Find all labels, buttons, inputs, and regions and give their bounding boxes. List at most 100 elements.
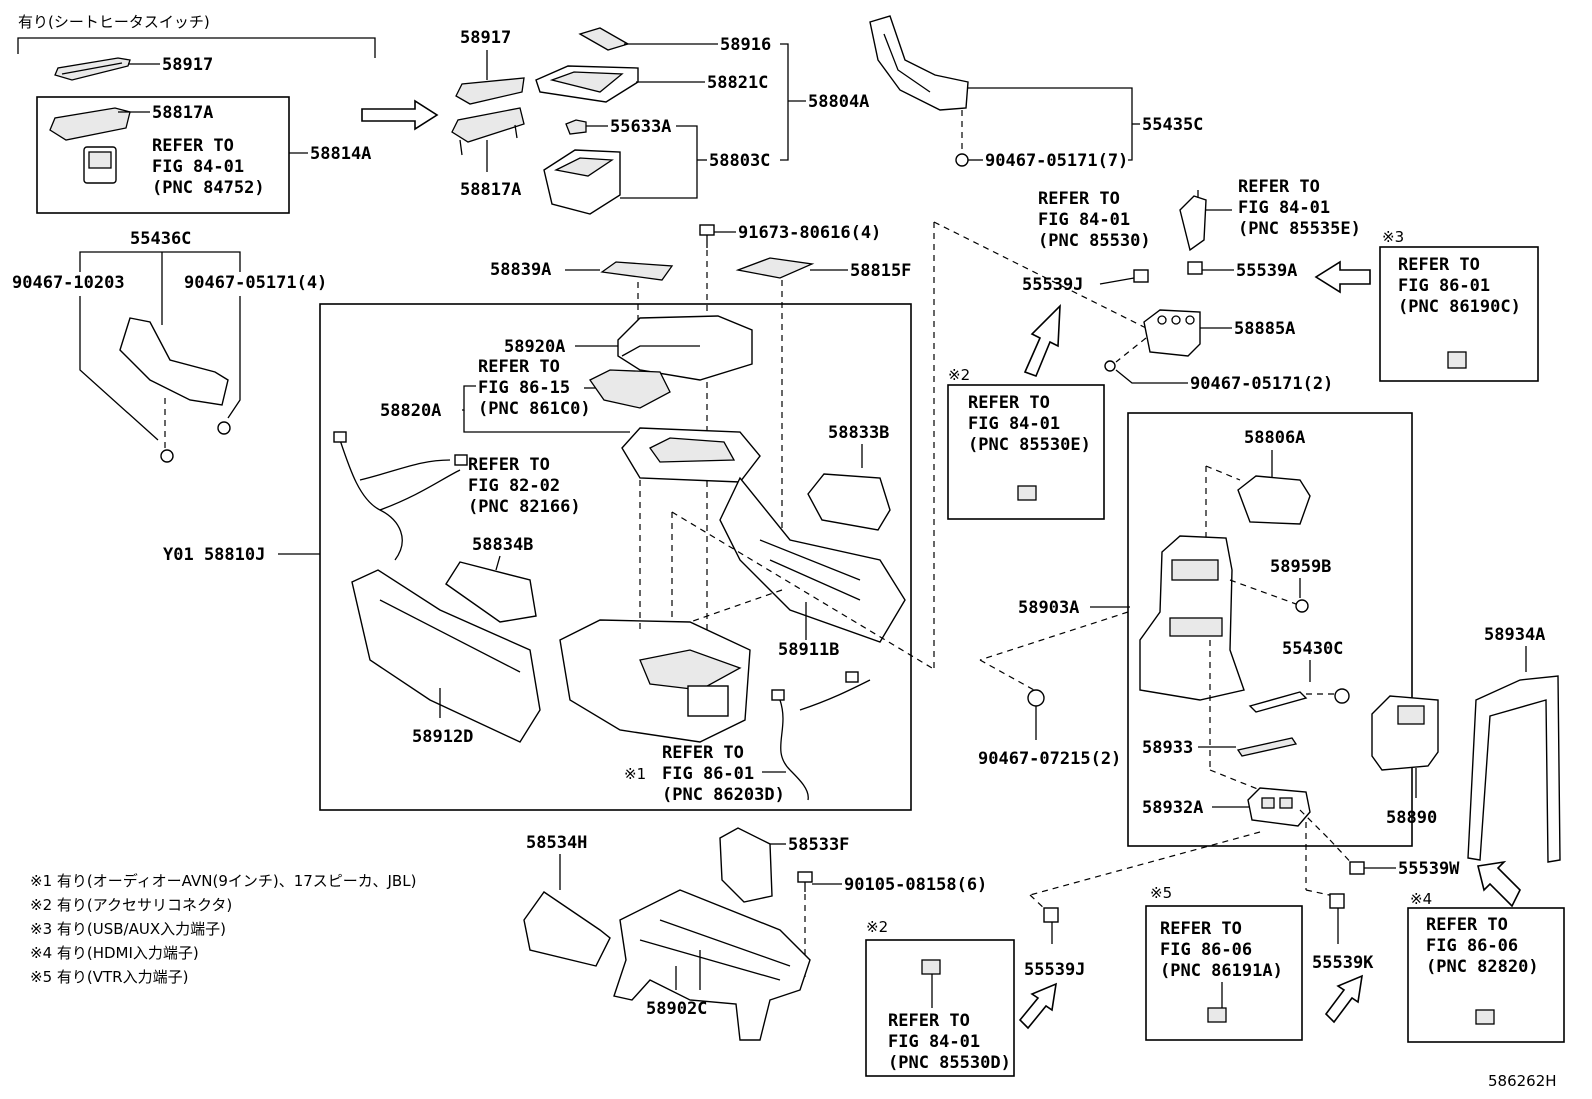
svg-text:FIG 86-06: FIG 86-06 [1426,936,1518,956]
svg-text:REFER TO: REFER TO [662,743,744,763]
refer-85535e: REFER TO FIG 84-01 (PNC 85535E) [1238,177,1361,239]
part-55633a-drawing [565,119,587,135]
label-58920a: 58920A [504,337,565,357]
svg-text:(PNC 86190C): (PNC 86190C) [1398,297,1521,317]
part-58920a-drawing [617,315,753,381]
svg-text:(PNC 86203D): (PNC 86203D) [662,785,785,805]
svg-text:FIG 84-01: FIG 84-01 [968,414,1060,434]
header-note: 有り(シートヒータスイッチ) [18,13,210,31]
svg-text:(PNC 85530): (PNC 85530) [1038,231,1151,251]
part-58911b-drawing [719,476,906,643]
svg-text:(PNC 85530D): (PNC 85530D) [888,1053,1011,1073]
wire-86203d-drawing [771,671,871,801]
connector-86190c [1447,351,1467,369]
marker-2-bot: ※2 [866,918,888,936]
svg-text:FIG 82-02: FIG 82-02 [468,476,560,496]
svg-text:FIG 86-15: FIG 86-15 [478,378,570,398]
label-58804a: 58804A [808,92,869,112]
marker-5: ※5 [1150,884,1172,902]
part-55436c-drawing [119,317,229,406]
label-58902c: 58902C [646,999,707,1019]
arrow-right-icon [361,99,439,131]
refer-85530: REFER TO FIG 84-01 (PNC 85530) [1038,189,1151,251]
legend-item-5: ※5 有り(VTR入力端子) [30,968,188,986]
connector-86191a [1207,1007,1227,1023]
label-58806a: 58806A [1244,428,1305,448]
label-90467-05171-4: 90467-05171(4) [184,273,327,293]
label-58917-mid: 58917 [460,28,511,48]
svg-text:REFER TO: REFER TO [468,455,550,475]
part-58916-drawing [578,27,630,51]
part-58821c-drawing [535,65,639,103]
svg-text:(PNC 861C0): (PNC 861C0) [478,399,591,419]
svg-text:REFER TO: REFER TO [1398,255,1480,275]
svg-text:FIG 84-01: FIG 84-01 [1238,198,1330,218]
label-58890: 58890 [1386,808,1437,828]
label-91673-80616-4: 91673-80616(4) [738,223,881,243]
label-58903a: 58903A [1018,598,1079,618]
assembly-box-58810j [319,303,912,811]
part-58933-drawing [1236,737,1298,757]
label-58817a-mid: 58817A [460,180,521,200]
assembly-box-58903a [1127,412,1413,847]
label-58916: 58916 [720,35,771,55]
label-58917-top: 58917 [162,55,213,75]
svg-text:(PNC 84752): (PNC 84752) [152,178,265,198]
connector-55539w [1349,861,1365,875]
refer-85530d: REFER TO FIG 84-01 (PNC 85530D) [888,1011,1011,1073]
label-55539a: 55539A [1236,261,1297,281]
label-58933: 58933 [1142,738,1193,758]
label-55435c: 55435C [1142,115,1203,135]
part-58803c-drawing [543,149,621,215]
refer-86191a: REFER TO FIG 86-06 (PNC 86191A) [1160,919,1283,981]
label-58912d: 58912D [412,727,473,747]
svg-text:FIG 86-01: FIG 86-01 [662,764,754,784]
part-58890-drawing [1371,695,1439,771]
svg-text:(PNC 82166): (PNC 82166) [468,497,581,517]
screw-90105-drawing [797,871,813,892]
part-58815f-drawing [735,257,815,279]
arrow-left-icon [1314,260,1371,294]
diagram-id: 586262H [1488,1072,1557,1090]
refer-box-58814a [36,96,290,214]
part-58917-mid-drawing [455,77,525,105]
part-58959b-drawing [1295,599,1309,613]
part-58912d-drawing [351,569,541,743]
arrow-upleft-icon [1477,860,1521,908]
svg-text:FIG 84-01: FIG 84-01 [888,1032,980,1052]
svg-text:REFER TO: REFER TO [888,1011,970,1031]
svg-text:(PNC 85535E): (PNC 85535E) [1238,219,1361,239]
refer-82820: REFER TO FIG 86-06 (PNC 82820) [1426,915,1539,977]
clip-90467-05171-2 [1104,360,1116,372]
svg-text:FIG 86-06: FIG 86-06 [1160,940,1252,960]
part-58903a-drawing [1139,535,1245,701]
refer-84752: REFER TO FIG 84-01 (PNC 84752) [152,136,265,198]
label-58820a: 58820A [380,401,441,421]
label-58534h: 58534H [526,833,587,853]
svg-text:FIG 84-01: FIG 84-01 [152,157,244,177]
label-90467-10203: 90467-10203 [12,273,125,293]
refer-box-85530d [865,939,1015,1077]
label-58814a: 58814A [310,144,371,164]
arrow-up-icon [1023,303,1061,378]
label-55539j-bot: 55539J [1024,960,1085,980]
refer-86190c: REFER TO FIG 86-01 (PNC 86190C) [1398,255,1521,317]
label-58932a: 58932A [1142,798,1203,818]
part-58885a-drawing [1143,309,1201,357]
label-55539w: 55539W [1398,859,1460,879]
part-58534h-drawing [523,891,611,967]
svg-text:REFER TO: REFER TO [1426,915,1508,935]
label-55539j-top: 55539J [1022,275,1083,295]
part-console-base-drawing [559,619,751,743]
label-58533f: 58533F [788,835,849,855]
label-90105-08158-6: 90105-08158(6) [844,875,987,895]
label-55430c: 55430C [1282,639,1343,659]
refer-box-86190c [1379,246,1539,382]
refer-box-86191a [1145,905,1303,1041]
header-bracket [17,37,376,58]
part-85535e-drawing [1179,190,1207,252]
connector-55539a [1187,261,1203,275]
refer-box-82820 [1407,907,1565,1043]
connector-85530d [921,959,941,975]
